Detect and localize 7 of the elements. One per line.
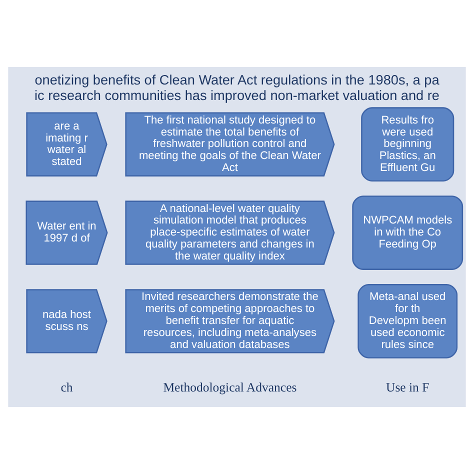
- node-box: Results fro were used beginning Plastics, an Effluent Gu: [361, 107, 454, 182]
- label: ch: [60, 380, 73, 394]
- label: Use in F: [386, 380, 430, 394]
- diagram-title: onetizing benefits of Clean Water Act regulations in the 1980s, a pa ic research communities has improved non-market valuation and re: [34, 72, 440, 103]
- node-box: Meta-anal used for th Developm been used economic rules since: [358, 284, 458, 358]
- label: Methodological Advances: [163, 380, 297, 394]
- node-box: NWPCAM models in with the Co Feeding Op: [352, 196, 464, 270]
